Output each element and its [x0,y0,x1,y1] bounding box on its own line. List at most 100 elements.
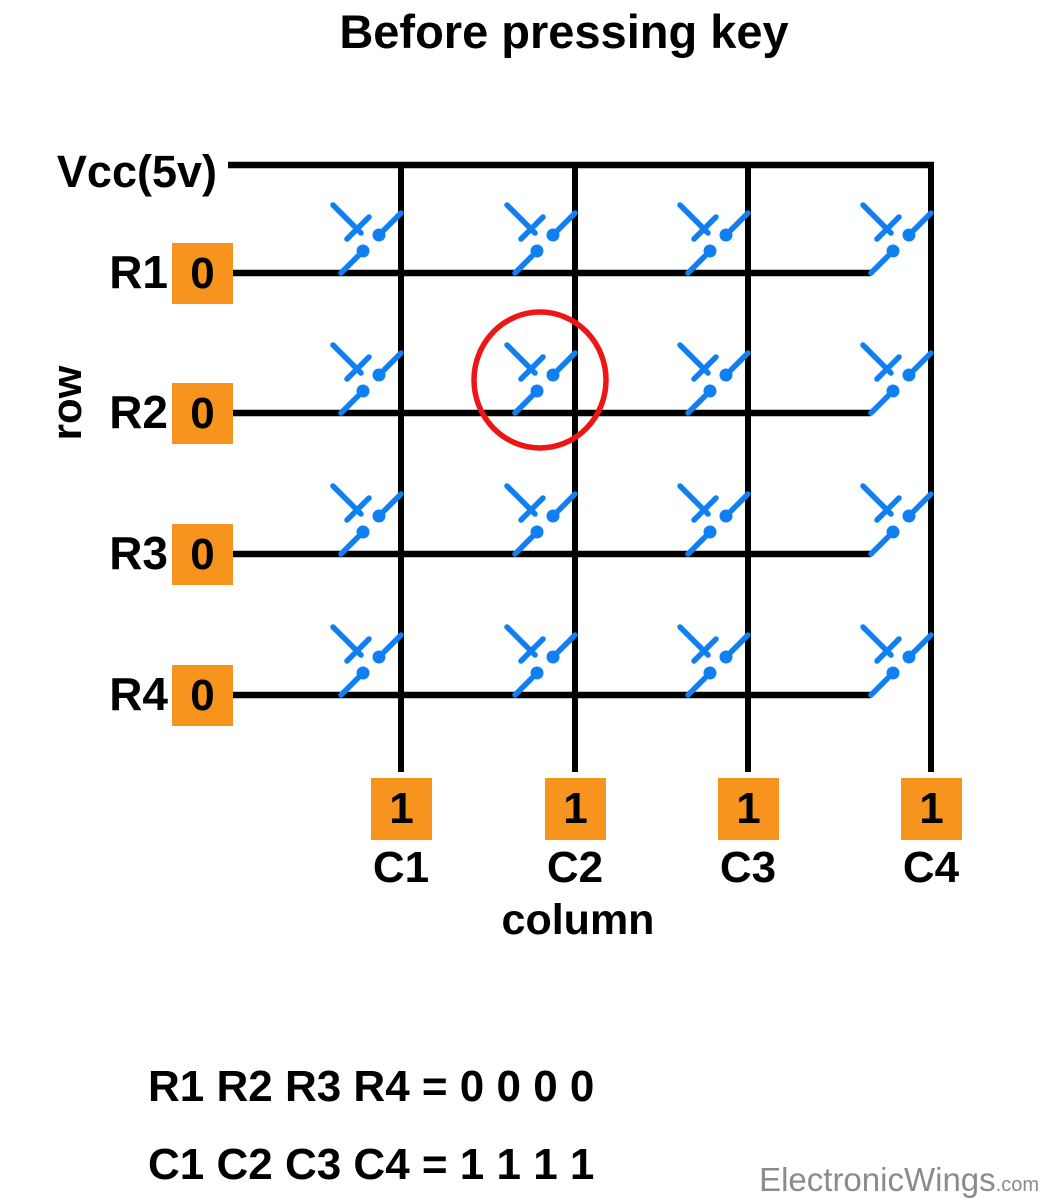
column-terminal-box-c4: 1 [901,778,962,840]
switch-column-lead [728,210,751,233]
switch-contact-dot [372,228,386,242]
switch-contact-dot [886,244,900,258]
switch-column-lead [555,491,578,514]
switch-cross-stroke [691,214,719,242]
switch-r3-c4 [860,483,934,557]
switch-contact-dot [886,384,900,398]
switch-r2-c2 [504,342,578,416]
switch-r2-c3 [677,342,751,416]
switch-row-lead [868,253,891,276]
switch-contact-dot [902,368,916,382]
row-label-r1: R1 [109,246,168,298]
switch-column-lead [728,632,751,655]
switch-cross-stroke [518,214,546,242]
switch-contact-dot [372,368,386,382]
switch-row-lead [512,675,535,698]
vcc-label: Vcc(5v) [56,146,217,197]
switch-column-lead [728,491,751,514]
switch-contact-dot [886,525,900,539]
switch-cross-stroke [518,354,546,382]
switch-contact-dot [530,384,544,398]
switch-cross-stroke [344,636,372,664]
switch-contact-dot [703,666,717,680]
watermark: ElectronicWings.com [759,1161,1039,1199]
switch-r1-c4 [860,202,934,276]
switch-r4-c3 [677,624,751,698]
columns-equation: C1 C2 C3 C4 = 1 1 1 1 [148,1140,595,1189]
switch-cross-stroke [691,495,719,523]
switch-row-lead [685,534,708,557]
switch-column-lead [911,210,934,233]
switch-row-lead [512,393,535,416]
switch-cross-stroke [691,354,719,382]
column-label-c4: C4 [902,843,960,892]
column-label-c2: C2 [546,843,604,892]
row-label-r4: R4 [109,668,168,720]
switch-cross-stroke [344,495,372,523]
switch-contact-dot [356,384,370,398]
switch-row-lead [685,675,708,698]
switch-column-lead [381,350,404,373]
switch-r4-c2 [504,624,578,698]
watermark-suffix: .com [995,1174,1039,1196]
switch-column-lead [381,210,404,233]
switch-r1-c2 [504,202,578,276]
switch-r1-c1 [330,202,404,276]
switch-row-lead [685,253,708,276]
switch-contact-dot [530,244,544,258]
switch-r2-c4 [860,342,934,416]
diagram-title: Before pressing key [339,5,789,58]
switch-contact-dot [902,228,916,242]
switch-contact-dot [719,228,733,242]
column-label-c1: C1 [372,843,430,892]
switch-row-lead [512,534,535,557]
switch-cross-stroke [344,354,372,382]
switch-contact-dot [719,509,733,523]
switch-column-lead [555,210,578,233]
switch-row-lead [338,675,361,698]
switch-contact-dot [546,228,560,242]
switch-contact-dot [719,368,733,382]
switch-cross-stroke [874,495,902,523]
switch-cross-stroke [874,354,902,382]
switch-r2-c1 [330,342,404,416]
switch-contact-dot [356,244,370,258]
switch-contact-dot [546,368,560,382]
row-terminal-box-r1: 0 [172,243,233,304]
row-label-r3: R3 [109,527,168,579]
switch-contact-dot [546,650,560,664]
switch-contact-dot [530,666,544,680]
switch-column-lead [381,491,404,514]
switch-r1-c3 [677,202,751,276]
row-terminal-box-r4: 0 [172,665,233,726]
switch-contact-dot [546,509,560,523]
switch-row-lead [868,393,891,416]
row-terminal-box-r3: 0 [172,524,233,585]
switch-contact-dot [703,244,717,258]
switch-row-lead [868,675,891,698]
switch-r3-c3 [677,483,751,557]
key-highlight-circle [471,309,609,451]
watermark-name: ElectronicWings [759,1161,996,1198]
switch-column-lead [911,350,934,373]
switch-row-lead [512,253,535,276]
switch-contact-dot [356,525,370,539]
switch-cross-stroke [518,636,546,664]
switch-contact-dot [372,509,386,523]
switch-cross-stroke [874,636,902,664]
switch-row-lead [868,534,891,557]
switch-contact-dot [530,525,544,539]
switch-r4-c1 [330,624,404,698]
row-terminal-box-r2: 0 [172,383,233,444]
switch-row-lead [338,253,361,276]
row-label-r2: R2 [109,386,168,438]
rows-equation: R1 R2 R3 R4 = 0 0 0 0 [148,1062,595,1111]
column-terminal-box-c2: 1 [545,778,606,840]
switch-column-lead [911,632,934,655]
switch-cross-stroke [691,636,719,664]
switch-contact-dot [356,666,370,680]
column-label-c3: C3 [719,843,777,892]
switch-contact-dot [902,509,916,523]
